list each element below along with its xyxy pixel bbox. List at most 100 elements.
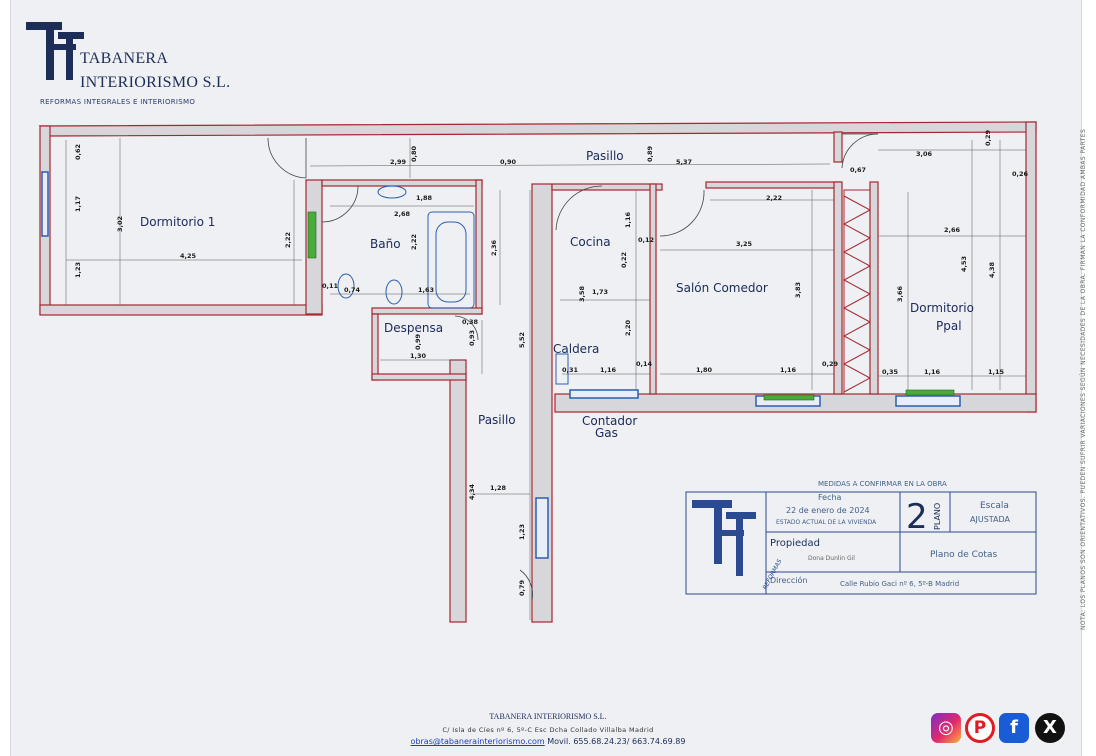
company-name-line2: INTERIORISMO S.L. — [80, 74, 231, 91]
dim-label: 2,99 — [390, 158, 407, 166]
dim-label: 0,93 — [468, 330, 476, 346]
dim-label: 3,25 — [736, 240, 753, 248]
room-label-caldera: Caldera — [553, 342, 599, 356]
dim-label: 1,16 — [780, 366, 797, 374]
dim-label: 0,80 — [410, 145, 418, 162]
dim-label: 1,17 — [74, 196, 82, 212]
dim-label: 1,28 — [490, 484, 507, 492]
dim-label: 2,36 — [490, 239, 498, 256]
direccion-label: Dirección — [770, 575, 807, 585]
dim-label: 1,80 — [696, 366, 713, 374]
dim-label: 0,11 — [322, 282, 339, 290]
room-label-pasillo-side: Pasillo — [478, 413, 516, 427]
room-label-dormitorio-1: Dormitorio 1 — [140, 215, 215, 229]
footer-phone: Movil. 655.68.24.23/ 663.74.69.89 — [547, 737, 686, 746]
dim-label: 3,83 — [794, 282, 802, 298]
dim-label: 2,66 — [944, 226, 961, 234]
door-swings — [267, 133, 879, 601]
propiedad-label: Propiedad — [770, 538, 820, 549]
direccion-value: Calle Rubio Gaci nº 6, 5º-B Madrid — [840, 580, 959, 588]
room-label-cocina: Cocina — [570, 235, 611, 249]
dim-label: 0,89 — [646, 145, 654, 162]
dim-label: 1,16 — [624, 211, 632, 228]
dim-label: 0,29 — [822, 360, 839, 368]
dim-label: 4,25 — [180, 252, 197, 260]
dim-label: 0,14 — [636, 360, 653, 368]
footer-company: TABANERA INTERIORISMO S.L. — [489, 712, 607, 721]
dim-label: 4,53 — [960, 256, 968, 272]
instagram-icon[interactable]: ◎ — [931, 713, 961, 743]
company-name-line1: TABANERA — [80, 50, 169, 67]
dim-label: 0,90 — [500, 158, 517, 166]
company-tagline: REFORMAS INTEGRALES E INTERIORISMO — [40, 98, 196, 106]
dim-label: 0,74 — [344, 286, 361, 294]
dim-label: 0,29 — [984, 129, 992, 146]
dim-label: 0,62 — [74, 144, 82, 160]
facebook-icon[interactable]: f — [999, 713, 1029, 743]
room-label-despensa: Despensa — [384, 321, 443, 335]
dim-label: 0,12 — [638, 236, 654, 244]
windows — [41, 171, 961, 559]
propiedad-value: Dona Dunlin Gil — [808, 555, 855, 562]
room-label-pasillo-top: Pasillo — [586, 149, 624, 163]
dim-label: 0,22 — [620, 252, 628, 268]
dim-label: 0,99 — [414, 333, 422, 350]
dim-label: 1,23 — [74, 262, 82, 278]
dim-label: 4,38 — [988, 261, 996, 278]
dim-label: 0,67 — [850, 166, 866, 174]
dim-label: 2,20 — [624, 319, 632, 336]
dim-label: 1,73 — [592, 288, 608, 296]
measures-note: MEDIDAS A CONFIRMAR EN LA OBRA — [818, 480, 947, 488]
dim-label: 1,88 — [416, 194, 433, 202]
dim-label: 2,22 — [284, 232, 292, 248]
dim-label: 4,34 — [468, 483, 476, 500]
title-block — [685, 491, 1037, 595]
footer-email-link[interactable]: obras@tabanerainteriorismo.com — [410, 737, 545, 746]
dim-label: 3,58 — [578, 285, 586, 302]
room-label-bano: Baño — [370, 237, 401, 251]
dim-label: 5,37 — [676, 158, 692, 166]
dim-label: 0,31 — [562, 366, 579, 374]
dim-label: 1,16 — [600, 366, 617, 374]
plano-label: PLANO — [933, 503, 942, 530]
title-block-logo-word: REFORMAS — [762, 558, 784, 591]
bathroom-fixtures — [337, 185, 569, 385]
room-label-dormitorio-ppal-2: Ppal — [936, 319, 962, 333]
dim-label: 5,52 — [518, 332, 526, 348]
room-label-salon: Salón Comedor — [676, 281, 768, 295]
dim-label: 3,06 — [916, 150, 933, 158]
dim-label: 0,35 — [882, 368, 899, 376]
dimension-lines — [65, 138, 1026, 620]
radiators — [307, 211, 955, 401]
side-note: NOTA: LOS PLANOS SON ORIENTATIVOS. PUEDE… — [1078, 50, 1090, 630]
dim-label: 2,22 — [410, 234, 418, 250]
dim-label: 1,63 — [418, 286, 434, 294]
footer-address: C/ Isla de Cíes nº 6, 5º-C Esc Dcha Coll… — [442, 726, 654, 734]
fecha-value: 22 de enero de 2024 — [786, 506, 870, 515]
wardrobe — [842, 189, 872, 395]
escala-value: AJUSTADA — [970, 515, 1011, 524]
dim-label: 0,79 — [518, 579, 526, 596]
escala-label: Escala — [980, 501, 1009, 511]
company-logo — [26, 22, 84, 80]
x-icon[interactable]: X — [1035, 713, 1065, 743]
room-label-contador-2: Gas — [595, 426, 618, 440]
dim-label: 1,16 — [924, 368, 941, 376]
plano-number: 2 — [906, 497, 928, 537]
title-block-logo — [692, 500, 756, 576]
dim-label: 3,66 — [896, 285, 904, 302]
dim-label: 2,68 — [394, 210, 411, 218]
dim-label: 1,15 — [988, 368, 1005, 376]
pinterest-icon[interactable]: P — [965, 713, 995, 743]
dim-label: 1,23 — [518, 524, 526, 540]
dim-label: 3,02 — [116, 216, 124, 232]
dim-label: 0,26 — [1012, 170, 1029, 178]
estado-text: ESTADO ACTUAL DE LA VIVIENDA — [776, 519, 877, 526]
room-label-dormitorio-ppal-1: Dormitorio — [910, 301, 974, 315]
plano-title: Plano de Cotas — [930, 550, 997, 560]
side-note-text: NOTA: LOS PLANOS SON ORIENTATIVOS. PUEDE… — [1080, 128, 1087, 630]
dim-label: 2,22 — [766, 194, 782, 202]
dim-label: 0,38 — [462, 318, 479, 326]
fecha-label: Fecha — [818, 493, 842, 502]
